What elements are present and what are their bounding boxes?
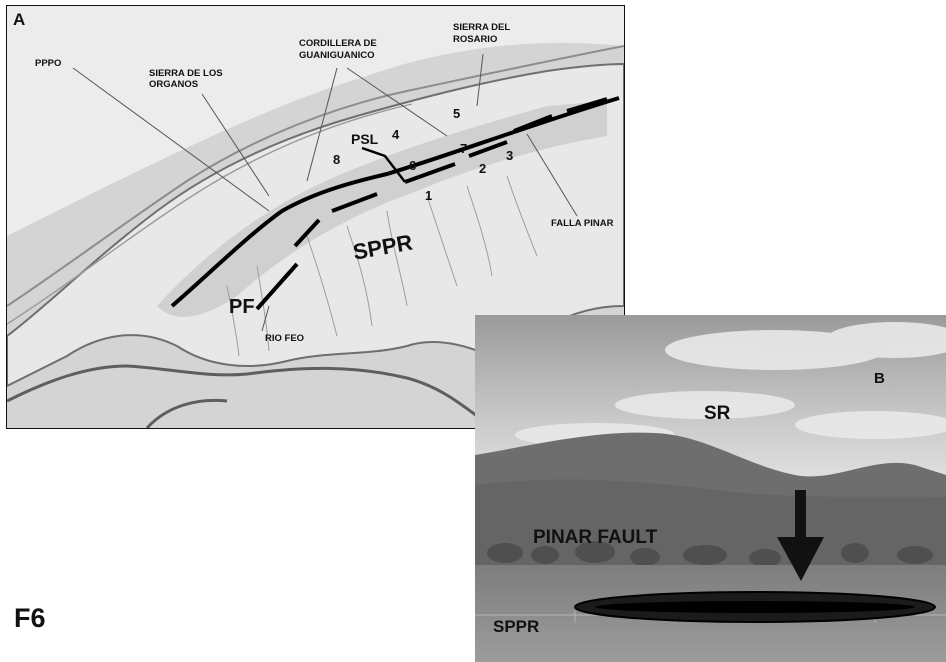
label-2: 2 (479, 161, 487, 176)
label-6: 6 (409, 158, 417, 173)
northern-sea (7, 6, 624, 236)
pinar-fault-trace (170, 96, 620, 308)
label-7: 7 (460, 141, 468, 156)
label-sr: SR (704, 403, 731, 424)
label-pinar-fault: PINAR FAULT (533, 527, 658, 548)
fault-ellipse-core (595, 601, 915, 613)
label-sierra-rosario-2: ROSARIO (453, 34, 498, 45)
label-1: 1 (425, 188, 433, 203)
northern-coastline (7, 45, 624, 307)
label-rio-feo: RIO FEO (265, 333, 305, 344)
fault-segment-5 (468, 140, 508, 158)
label-falla-pinar: FALLA PINAR (551, 218, 614, 229)
label-cordillera-1: CORDILLERA DE (299, 38, 377, 49)
rivers (226, 175, 538, 357)
fault-segment-4 (404, 162, 456, 184)
label-psl: PSL (351, 131, 379, 147)
label-3: 3 (506, 148, 514, 163)
cross-fault (361, 146, 406, 183)
label-sppr-photo: SPPR (493, 617, 540, 636)
shelf-line (7, 103, 413, 325)
label-8: 8 (333, 152, 341, 167)
fault-segment-6 (513, 114, 553, 133)
arrow-shaft (795, 490, 806, 538)
fault-segment-3 (331, 192, 378, 213)
treeline (487, 541, 933, 567)
label-pppo: PPPO (35, 58, 62, 69)
photo-graphic (475, 315, 946, 662)
fault-segment-7 (566, 97, 608, 113)
label-sierra-organos-1: SIERRA DE LOS (149, 68, 223, 79)
label-sierra-organos-2: ORGANOS (149, 79, 199, 90)
label-4: 4 (392, 127, 400, 142)
panel-b-label: B (874, 370, 885, 387)
label-5: 5 (453, 106, 461, 121)
southern-coastline (7, 364, 478, 418)
panel-a-label: A (13, 10, 26, 29)
arrow-head (777, 537, 824, 581)
photo-panel: B SR PINAR FAULT SPPR (475, 315, 946, 662)
leader-lines (72, 53, 578, 332)
fault-segment-2 (293, 218, 321, 248)
mountain-belt (157, 101, 607, 317)
bay-coast (145, 398, 228, 428)
fault-segment-1 (255, 262, 299, 311)
label-pf: PF (229, 296, 255, 318)
clouds (515, 322, 946, 447)
label-cordillera-2: GUANIGUANICO (299, 50, 375, 61)
label-sierra-rosario-1: SIERRA DEL (453, 22, 511, 33)
figure-label: F6 (14, 603, 46, 633)
map-panel: A PPPO SIERRA DE LOS ORGANOS CORDILLERA … (6, 5, 625, 429)
map-graphic (7, 6, 624, 428)
